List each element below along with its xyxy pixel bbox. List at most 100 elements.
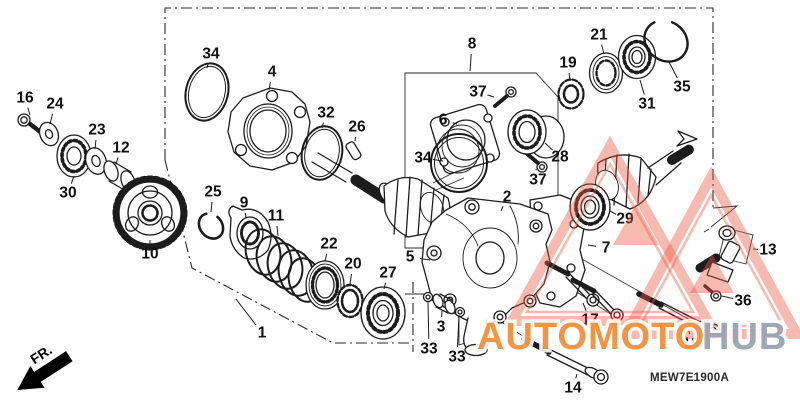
part-label-28: 28 [551, 149, 569, 166]
leader-fork-13 [703, 205, 739, 233]
part-snapring-25 [197, 212, 225, 240]
label-leader-line [452, 122, 458, 125]
part-label-34: 34 [202, 46, 220, 63]
part-label-18: 18 [612, 327, 630, 344]
label-leader-line [487, 94, 495, 98]
part-label-3: 3 [437, 319, 446, 336]
label-leader-line [70, 175, 75, 184]
part-label-37: 37 [469, 84, 486, 101]
part-label-15: 15 [682, 336, 700, 353]
part-retainer-6 [429, 103, 501, 175]
part-bearing-31 [617, 34, 657, 80]
part-bearing-28 [507, 109, 565, 159]
part-cover-4 [227, 87, 311, 171]
phantom-border [164, 7, 714, 352]
label-leader-line [321, 122, 324, 129]
part-washer-24 [38, 121, 60, 147]
label-leader-line [568, 72, 571, 82]
part-label-29: 29 [616, 211, 634, 228]
label-leader-line [609, 210, 617, 215]
watermark-triangle-logos [503, 135, 800, 339]
label-leader-line [639, 79, 645, 95]
label-leader-line [206, 63, 209, 69]
part-oring-32 [300, 125, 344, 181]
watermark-text-secondary: HUB [702, 316, 787, 358]
label-leader-line [500, 205, 504, 212]
label-leader-line [276, 225, 279, 237]
label-leader-line [427, 301, 430, 340]
label-leader-line [575, 373, 578, 379]
box-sensor-13 [718, 227, 754, 265]
part-label-22: 22 [320, 236, 337, 253]
label-leader-line [721, 295, 734, 300]
part-bearing-30 [56, 134, 92, 178]
label-leader-line [383, 282, 387, 290]
label-leader-line [115, 157, 119, 165]
triangle-logo-icon [617, 166, 800, 339]
part-label-4: 4 [268, 64, 277, 81]
label-leader-line [419, 257, 431, 261]
part-label-24: 24 [46, 96, 64, 113]
part-label-32: 32 [317, 105, 334, 122]
label-leader-line [601, 44, 605, 55]
part-label-12: 12 [112, 140, 129, 157]
part-label-21: 21 [590, 27, 608, 44]
part-snapring-35 [643, 19, 689, 63]
fr-direction-arrow: FR. [17, 341, 73, 390]
part-bolt-18 [570, 277, 624, 322]
part-washer-23 [84, 147, 108, 175]
label-leader-line [354, 136, 357, 142]
part-pinion-gear [595, 130, 698, 210]
part-label-33: 33 [420, 341, 438, 358]
part-washer-33-left [422, 291, 434, 303]
diagram-code: MEW7E1900A [650, 372, 729, 384]
label-leader-line [668, 61, 678, 79]
part-label-23: 23 [88, 122, 106, 139]
label-leader-line [349, 273, 353, 285]
part-bolt-37-lower [524, 151, 548, 173]
triangle-logo-icon [503, 135, 717, 326]
part-label-36: 36 [734, 293, 752, 310]
part-oring-34-box [430, 133, 488, 193]
part-label-31: 31 [638, 96, 656, 113]
part-bolt-14 [521, 336, 609, 385]
watermark-text: AUTOMOTO HUB AUTOMOTO HUB [474, 313, 790, 362]
part-bearing-27 [360, 286, 406, 340]
part-washer-33-right [454, 306, 466, 318]
part-washer-19 [557, 78, 585, 110]
label-leader-line [613, 319, 618, 327]
label-leader-line [210, 201, 213, 213]
label-leader-line [268, 81, 271, 91]
label-leader-line [432, 158, 444, 162]
label-leader-line [324, 253, 328, 262]
label-leader-line [582, 302, 587, 311]
label-leader-line [456, 314, 460, 348]
part-label-34: 34 [414, 150, 432, 167]
label-leader-line [94, 139, 97, 150]
part-label-37: 37 [529, 172, 546, 189]
part-bolt-37-upper [493, 86, 517, 108]
part-label-6: 6 [439, 112, 448, 129]
part-seat-9 [228, 205, 272, 260]
part-bolt-15 [636, 291, 721, 339]
part-label-14: 14 [564, 380, 582, 397]
label-leader-line [587, 244, 597, 247]
parts-linework [17, 19, 741, 385]
part-bearing-29 [569, 183, 611, 231]
part-label-25: 25 [204, 184, 222, 201]
label-leader-line [27, 107, 31, 116]
part-label-33: 33 [448, 349, 466, 366]
watermark-text-outline: AUTOMOTO [477, 316, 705, 358]
part-bolt-36 [703, 284, 722, 302]
watermark-text-primary: AUTOMOTO [477, 316, 705, 358]
watermark-text-outline: HUB [702, 316, 787, 358]
part-label-19: 19 [559, 55, 577, 72]
part-label-16: 16 [16, 90, 34, 107]
part-label-2: 2 [503, 189, 512, 206]
part-label-11: 11 [268, 208, 285, 225]
part-label-13: 13 [759, 242, 777, 259]
part-label-20: 20 [344, 256, 361, 273]
